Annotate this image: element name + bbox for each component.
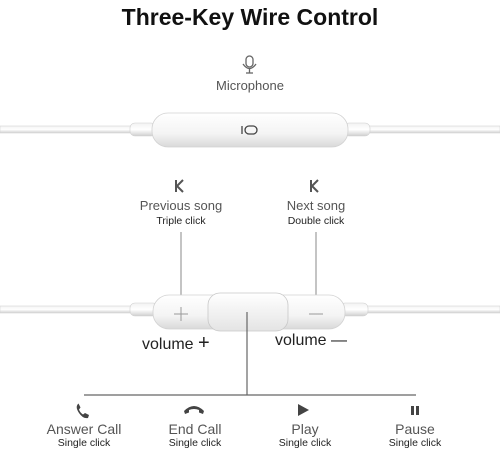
page-title: Three-Key Wire Control bbox=[121, 4, 379, 30]
next-k-icon bbox=[310, 179, 319, 193]
next-song-label: Next song bbox=[286, 198, 346, 213]
previous-k-icon bbox=[175, 179, 184, 193]
volume-up-label: volume + bbox=[142, 332, 210, 355]
phone-icon bbox=[76, 403, 89, 419]
center-button bbox=[207, 292, 289, 332]
play-icon bbox=[298, 404, 309, 416]
play-action: Single click bbox=[278, 437, 332, 449]
pause-icon bbox=[411, 406, 419, 415]
volume-up-key bbox=[174, 307, 188, 321]
volume-down-symbol: — bbox=[331, 332, 348, 349]
pause-label: Pause bbox=[395, 421, 435, 437]
next-song-action: Double click bbox=[287, 215, 345, 227]
play-label: Play bbox=[291, 421, 319, 437]
previous-song-label: Previous song bbox=[139, 198, 223, 213]
end-call-label: End Call bbox=[168, 421, 222, 437]
microphone-label: Microphone bbox=[216, 78, 284, 93]
volume-down-label: volume — bbox=[275, 332, 347, 350]
end-call-action: Single click bbox=[168, 437, 222, 449]
volume-up-symbol: + bbox=[198, 332, 210, 354]
end-call-icon bbox=[184, 406, 204, 414]
answer-call-action: Single click bbox=[57, 437, 111, 449]
microphone-icon bbox=[242, 55, 257, 74]
upper-wire bbox=[0, 122, 500, 137]
previous-song-action: Triple click bbox=[156, 215, 206, 227]
volume-up-text: volume bbox=[142, 336, 194, 353]
microphone-hole-icon bbox=[241, 125, 258, 135]
pause-action: Single click bbox=[388, 437, 442, 449]
answer-call-label: Answer Call bbox=[46, 421, 122, 437]
microphone-housing bbox=[151, 112, 349, 148]
volume-down-text: volume bbox=[275, 332, 327, 349]
